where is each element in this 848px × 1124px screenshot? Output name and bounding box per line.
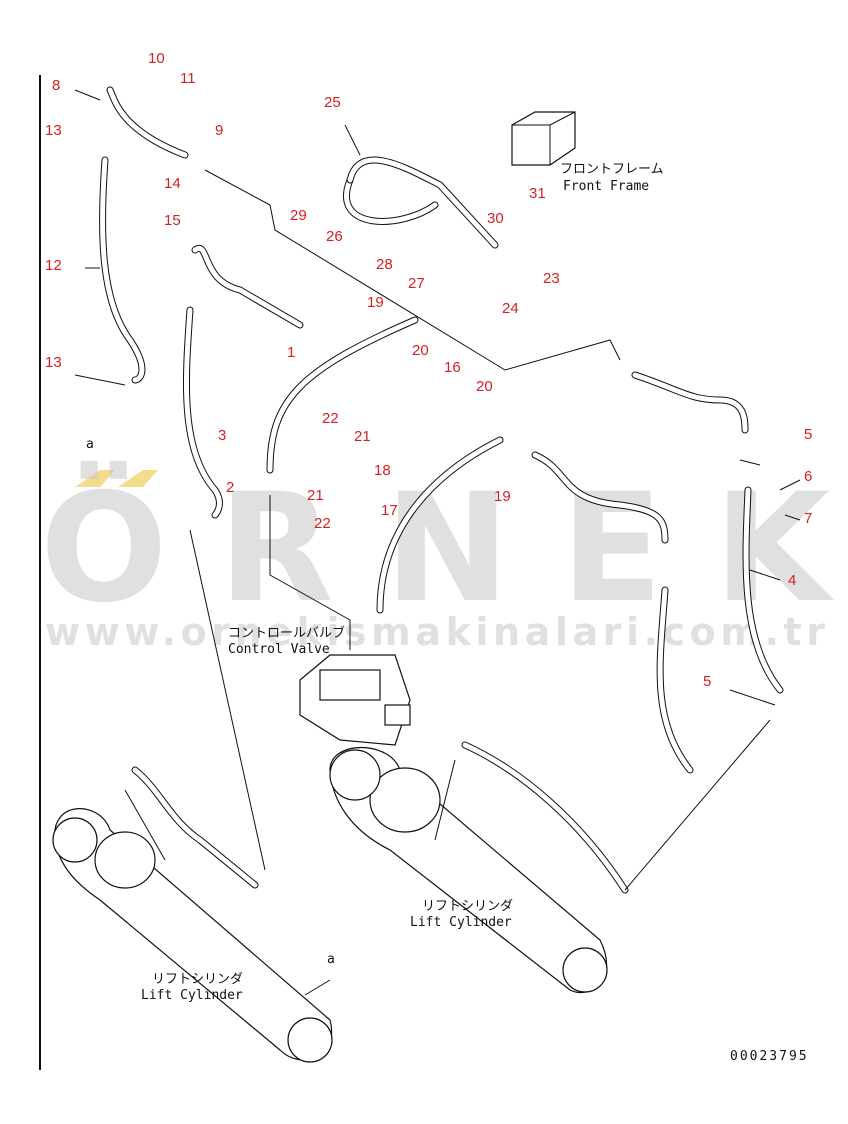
callout-17: 17 (381, 502, 398, 519)
callout-5: 5 (804, 426, 812, 443)
view-mark-a: a (86, 437, 94, 452)
callout-20: 20 (412, 342, 429, 359)
leader-lines (74, 89, 801, 996)
callout-13: 13 (45, 122, 62, 139)
callout-2: 2 (226, 479, 234, 496)
watermark-url: www.ornekismakinalari.com.tr (45, 610, 825, 654)
callout-21: 21 (307, 487, 324, 504)
callout-4: 4 (788, 572, 796, 589)
front-frame-label-en: Front Frame (563, 179, 649, 194)
callout-24: 24 (502, 300, 519, 317)
callouts: 8 10 11 13 9 14 15 12 13 a 25 29 26 28 2… (45, 50, 812, 967)
lift-cylinder-left-label-en: Lift Cylinder (141, 988, 243, 1003)
callout-9: 9 (215, 122, 223, 139)
callout-12: 12 (45, 257, 62, 274)
lift-cylinder-right-label-jp: リフトシリンダ (422, 899, 513, 914)
callout-22: 22 (314, 515, 331, 532)
front-frame-label-jp: フロントフレーム (560, 162, 664, 177)
callout-3: 3 (218, 427, 226, 444)
callout-29: 29 (290, 207, 307, 224)
callout-15: 15 (164, 212, 181, 229)
callout-8: 8 (52, 77, 60, 94)
callout-13: 13 (45, 354, 62, 371)
callout-25: 25 (324, 94, 341, 111)
drawing-number: 00023795 (730, 1049, 809, 1064)
callout-28: 28 (376, 256, 393, 273)
callout-19: 19 (494, 488, 511, 505)
lift-cylinder-left (52, 808, 333, 1063)
callout-31: 31 (529, 185, 546, 202)
lift-cylinder-right-label-en: Lift Cylinder (410, 915, 512, 930)
callout-5: 5 (703, 673, 711, 690)
callout-22: 22 (322, 410, 339, 427)
callout-7: 7 (804, 510, 812, 527)
callout-30: 30 (487, 210, 504, 227)
callout-11: 11 (180, 70, 196, 87)
control-valve-label-jp: コントロールバルブ (228, 625, 345, 641)
callout-10: 10 (148, 50, 165, 67)
callout-6: 6 (804, 468, 812, 485)
callout-27: 27 (408, 275, 425, 292)
callout-18: 18 (374, 462, 391, 479)
component-labels: フロントフレーム Front Frame コントロールバルブ Control V… (141, 162, 809, 1064)
callout-16: 16 (444, 359, 461, 376)
control-valve-label-en: Control Valve (228, 642, 330, 657)
callout-21: 21 (354, 428, 371, 445)
callout-19: 19 (367, 294, 384, 311)
watermark-accent (118, 470, 158, 487)
watermark: ÖRNEK www.ornekismakinalari.com.tr (40, 460, 835, 654)
view-mark-a: a (327, 952, 335, 967)
lift-cylinder-left-label-jp: リフトシリンダ (152, 972, 243, 987)
lift-cylinder-right (329, 746, 608, 994)
callout-1: 1 (287, 344, 295, 361)
front-frame-block (511, 111, 576, 166)
callout-20: 20 (476, 378, 493, 395)
watermark-accent (75, 470, 115, 487)
callout-23: 23 (543, 270, 560, 287)
callout-14: 14 (164, 175, 181, 192)
hoses (99, 86, 784, 894)
control-valve (299, 654, 411, 746)
callout-26: 26 (326, 228, 343, 245)
